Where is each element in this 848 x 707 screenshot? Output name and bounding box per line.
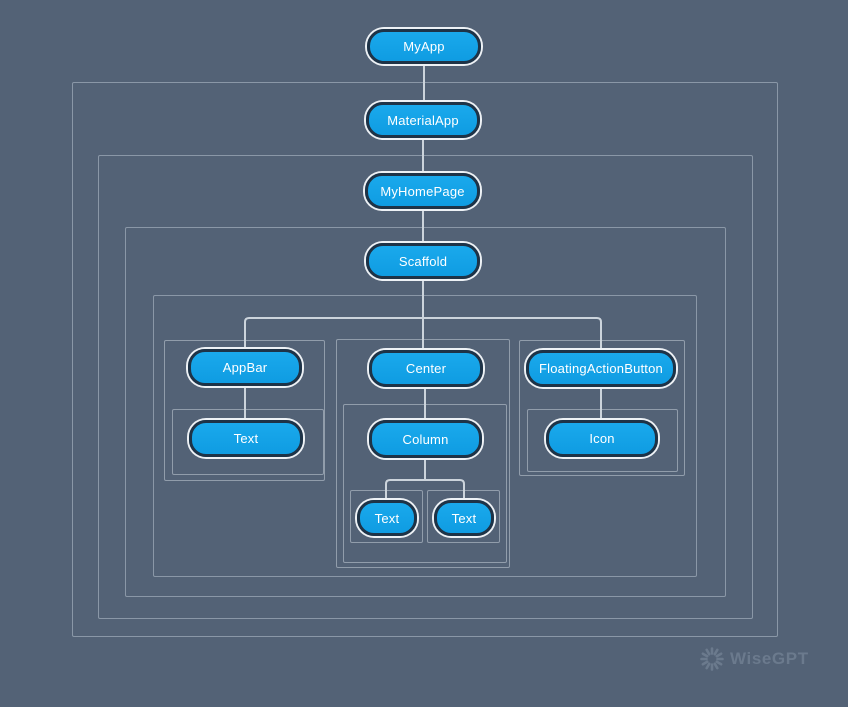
node-fab-label: FloatingActionButton (539, 361, 663, 376)
node-text-1: Text (357, 500, 417, 536)
wisegpt-pinwheel-icon (700, 647, 724, 671)
node-icon: Icon (546, 420, 658, 457)
node-materialapp: MaterialApp (366, 102, 480, 138)
node-column-label: Column (402, 431, 449, 447)
node-appbar-text: Text (189, 420, 303, 457)
node-myhomepage: MyHomePage (365, 173, 480, 209)
node-column: Column (369, 420, 482, 458)
watermark: WiseGPT (699, 644, 809, 674)
node-materialapp-label: MaterialApp (387, 112, 459, 128)
box-icon (527, 409, 678, 472)
node-myhomepage-label: MyHomePage (380, 183, 465, 199)
node-scaffold: Scaffold (366, 243, 480, 279)
node-scaffold-label: Scaffold (398, 253, 448, 269)
watermark-brand-text: WiseGPT (730, 649, 809, 668)
node-text-2: Text (434, 500, 494, 536)
node-myapp: MyApp (367, 29, 481, 64)
node-floatingactionbutton: FloatingActionButton (526, 350, 676, 387)
node-appbar-text-label: Text (233, 431, 259, 446)
container-myhomepage-level (98, 155, 753, 619)
box-appbar-text (172, 409, 324, 475)
node-center: Center (369, 350, 483, 387)
group-fab-subtree (519, 340, 685, 476)
container-scaffold-level (125, 227, 726, 597)
node-appbar-label: AppBar (222, 360, 268, 375)
container-materialapp-level (72, 82, 778, 637)
node-text-2-label: Text (451, 510, 477, 526)
node-center-label: Center (405, 361, 447, 376)
node-appbar: AppBar (188, 349, 302, 386)
node-text-1-label: Text (374, 510, 400, 526)
node-icon-label: Icon (589, 431, 615, 446)
node-myapp-label: MyApp (403, 39, 445, 54)
container-scaffold-children-row (153, 295, 697, 577)
